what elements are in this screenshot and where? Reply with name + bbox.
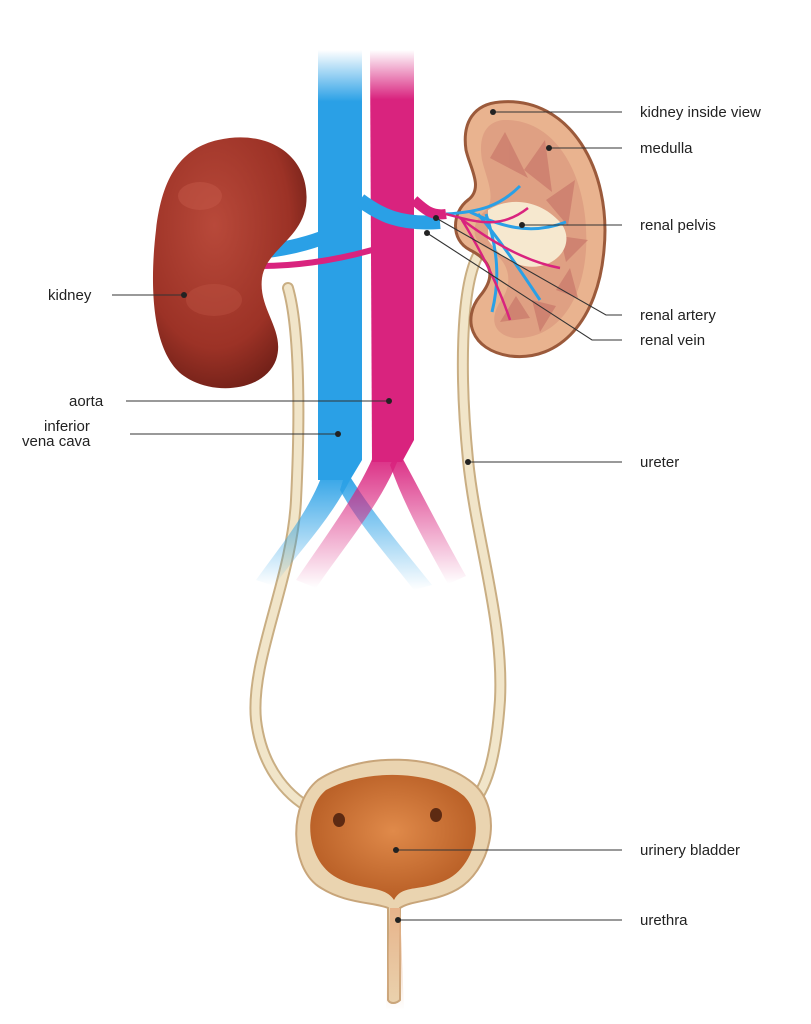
- right-renal-vessels: [355, 194, 447, 230]
- leader-lines: [112, 109, 622, 923]
- urinary-bladder: [295, 758, 492, 1010]
- label-kidney: kidney: [48, 287, 92, 304]
- label-vena-cava: vena cava: [22, 433, 91, 450]
- inferior-vena-cava: [256, 50, 432, 590]
- label-kidney-inside-view: kidney inside view: [640, 104, 761, 121]
- label-inferior: inferior: [44, 418, 90, 435]
- kidney-left: [152, 137, 307, 389]
- label-urethra: urethra: [640, 912, 688, 929]
- label-medulla: medulla: [640, 140, 693, 157]
- label-renal-vein: renal vein: [640, 332, 705, 349]
- label-renal-pelvis: renal pelvis: [640, 217, 716, 234]
- aorta: [296, 50, 466, 588]
- label-ureter: ureter: [640, 454, 679, 471]
- kidney-inside-view: [445, 100, 607, 359]
- label-urinary-bladder: urinery bladder: [640, 842, 740, 859]
- ureter-left: [249, 282, 324, 818]
- label-aorta: aorta: [69, 393, 104, 410]
- ureter-right: [456, 249, 507, 812]
- label-renal-artery: renal artery: [640, 307, 716, 324]
- labels: kidney inside view medulla renal pelvis …: [22, 104, 761, 929]
